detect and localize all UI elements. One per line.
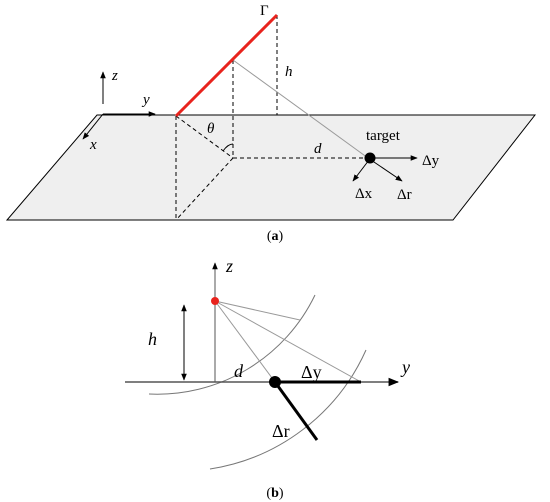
label-y-b: y	[400, 357, 410, 377]
segment-delta-r	[273, 381, 319, 441]
range-arc-inner	[148, 294, 316, 395]
label-z-b: z	[225, 256, 233, 276]
slant-range-line	[232, 59, 369, 159]
panel-a: Γ h z y x θ d target Δy Δx Δr (a)	[5, 3, 537, 244]
ground-plane	[5, 114, 537, 221]
label-delta-y-a: Δy	[422, 153, 440, 169]
label-theta: θ	[207, 121, 215, 137]
label-delta-x-a: Δx	[355, 186, 373, 202]
label-h-b: h	[148, 329, 157, 349]
label-d-b: d	[234, 361, 244, 381]
arrow-delta-x	[352, 159, 370, 182]
label-d-a: d	[314, 141, 322, 157]
label-target: target	[366, 128, 401, 144]
ray-inner-arc	[214, 300, 301, 321]
range-arc-outer	[209, 349, 367, 470]
ray-outer-arc	[214, 300, 362, 383]
arrow-delta-r	[370, 159, 403, 182]
target-point-b	[269, 376, 281, 388]
theta-arc	[222, 143, 234, 152]
label-delta-r-a: Δr	[397, 187, 412, 203]
label-h-a: h	[285, 64, 293, 80]
source-point	[211, 297, 219, 305]
label-z-a: z	[111, 68, 118, 84]
label-delta-r-b: Δr	[272, 421, 290, 441]
caption-b: (b)	[266, 486, 283, 501]
axis-x-a	[82, 113, 104, 140]
label-x-a: x	[89, 137, 97, 153]
ray-to-target	[214, 300, 276, 383]
aperture-line-gamma	[174, 13, 279, 118]
label-gamma: Γ	[260, 3, 269, 19]
label-delta-y-b: Δy	[301, 362, 322, 382]
caption-a: (a)	[267, 229, 284, 244]
panel-b: z h y d Δy Δr (b)	[125, 256, 410, 501]
label-y-a: y	[141, 92, 150, 108]
